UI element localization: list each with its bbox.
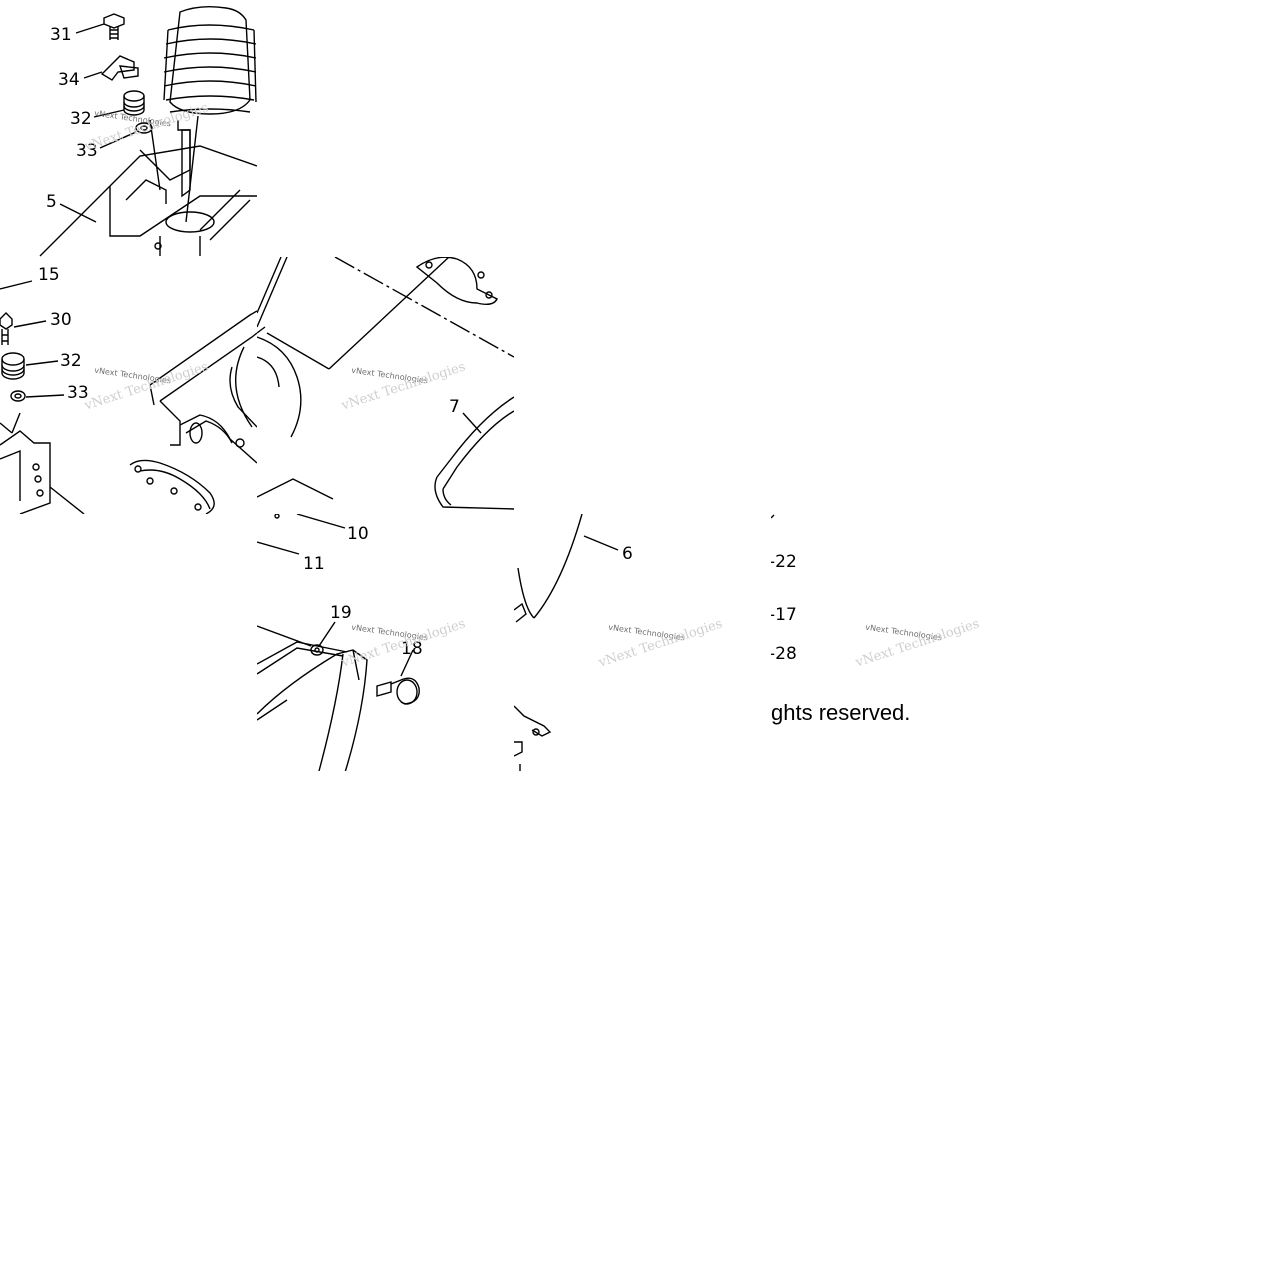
part-label-32: 32	[70, 109, 92, 129]
diagram-tile-middle-left: 15 30 32 33 vNext Technologies vNext Tec…	[0, 257, 257, 514]
diagram-tile-lower-center: 10 11 19 18 vNext Technologies vNext Tec…	[257, 514, 514, 771]
part-label-22: -22	[771, 552, 797, 572]
lower-right-parts-drawing	[771, 514, 775, 519]
part-label-30: 30	[50, 310, 72, 330]
part-label-28: -28	[771, 644, 797, 664]
part-label-11: 11	[303, 554, 325, 574]
part-label-7: 7	[449, 397, 460, 417]
diagram-tile-lower-center-right: 6 vNext Technologies vNext Technologies	[514, 514, 771, 771]
copyright-notice: ghts reserved.	[771, 700, 911, 725]
part-label-18: 18	[401, 639, 423, 659]
diagram-tile-upper-left: 31 34 32 33 5 vNext Technologies vNext T…	[0, 0, 257, 257]
middle-left-parts-drawing	[0, 280, 257, 514]
lower-center-parts-drawing	[257, 514, 420, 771]
part-label-33: 33	[67, 383, 89, 403]
part-label-34: 34	[58, 70, 80, 90]
diagram-tile-middle-center: 7 vNext Technologies vNext Technologies	[257, 257, 514, 514]
part-label-10: 10	[347, 524, 369, 544]
middle-center-parts-drawing	[257, 257, 514, 510]
part-label-31: 31	[50, 25, 72, 45]
part-label-17: -17	[771, 605, 797, 625]
upper-left-parts-drawing	[39, 5, 257, 257]
lower-center-right-parts-drawing	[514, 514, 619, 771]
part-label-15: 15	[38, 265, 60, 285]
part-label-33: 33	[76, 141, 98, 161]
part-label-5: 5	[46, 192, 57, 212]
part-label-19: 19	[330, 603, 352, 623]
part-label-6: 6	[622, 544, 633, 564]
part-label-32: 32	[60, 351, 82, 371]
diagram-tile-lower-right: -22 -17 -28 ghts reserved. vNext Technol…	[771, 514, 1028, 771]
